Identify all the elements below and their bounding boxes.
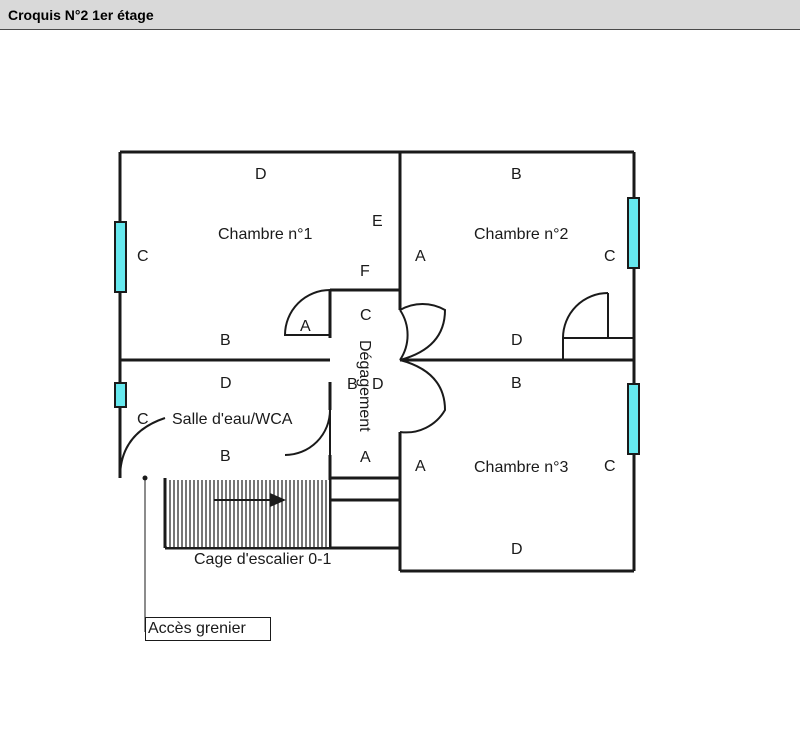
wall-label: B: [347, 376, 358, 393]
stair-arrow-icon: [270, 493, 286, 507]
wall-label: A: [300, 318, 311, 335]
wall-label: B: [511, 375, 522, 392]
window-chambre1: [114, 221, 127, 293]
wall-label: C: [604, 248, 616, 265]
wall-label: D: [511, 541, 523, 558]
wall-label: E: [372, 213, 383, 230]
wall-label: D: [511, 332, 523, 349]
wall-label: A: [360, 449, 371, 466]
window-salle: [114, 382, 127, 408]
staircase: [167, 480, 329, 547]
room-name-salle: Salle d'eau/WCA: [172, 411, 293, 428]
wall-label: A: [415, 458, 426, 475]
wall-label: A: [415, 248, 426, 265]
window-chambre3: [627, 383, 640, 455]
doors: [119, 289, 634, 479]
window-chambre2: [627, 197, 640, 269]
room-name-chambre1: Chambre n°1: [218, 226, 313, 243]
room-name-chambre2: Chambre n°2: [474, 226, 569, 243]
room-name-escalier: Cage d'escalier 0-1: [194, 551, 331, 568]
wall-label: B: [511, 166, 522, 183]
room-name-chambre3: Chambre n°3: [474, 459, 569, 476]
wall-label: C: [137, 248, 149, 265]
windows: [114, 197, 640, 455]
outer-walls: [118, 150, 636, 573]
wall-label: C: [604, 458, 616, 475]
acces-grenier-pointer: [142, 475, 148, 632]
wall-label: D: [372, 376, 384, 393]
wall-label: B: [220, 332, 231, 349]
page-title: Croquis N°2 1er étage: [8, 7, 154, 23]
room-name-degagement: Dégagement: [356, 340, 373, 432]
wall-label: C: [360, 307, 372, 324]
interior-walls: [120, 152, 634, 548]
header-bar: Croquis N°2 1er étage: [0, 0, 800, 30]
wall-label: B: [220, 448, 231, 465]
wall-label: D: [255, 166, 267, 183]
wall-label: D: [220, 375, 232, 392]
acces-grenier-label: Accès grenier: [145, 617, 271, 641]
wall-label: F: [360, 263, 370, 280]
wall-label: C: [137, 411, 149, 428]
